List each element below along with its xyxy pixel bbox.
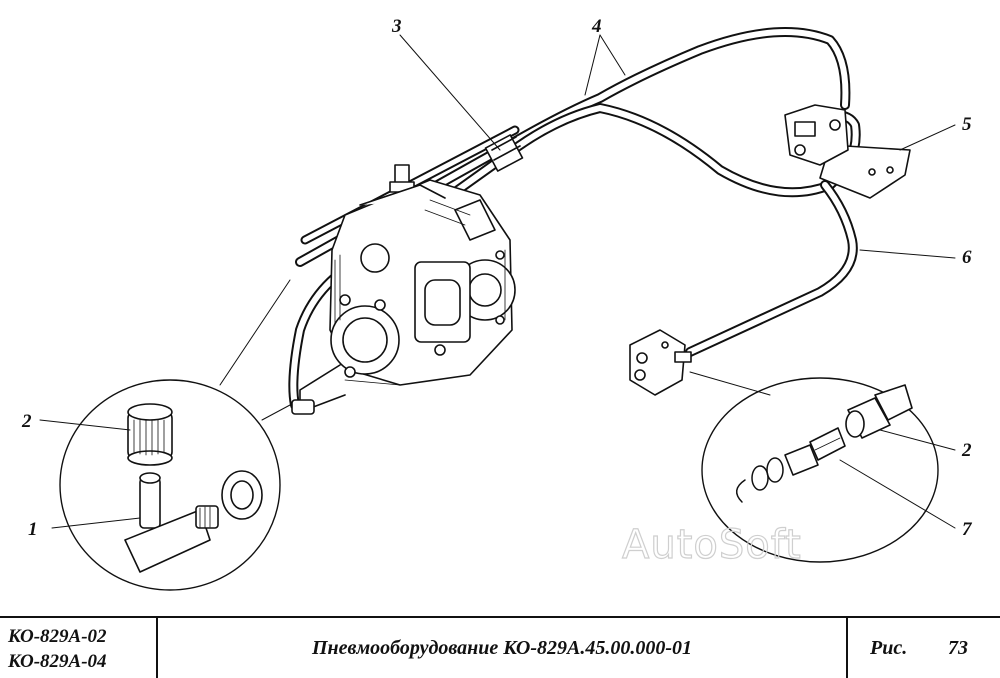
pneumatic-equipment-drawing: 1 2 3 4 5 6 2 7 AutoSoft: [21, 16, 973, 591]
leader-lines: [39, 34, 956, 529]
pipe-6: [685, 180, 858, 357]
fitting-nut-2-right: [845, 384, 913, 439]
callout-4: 4: [591, 16, 602, 37]
title-block: КО-829А-02 КО-829А-04 Пневмооборудование…: [0, 616, 1000, 678]
figure-cell: Рис. 73: [848, 618, 1000, 678]
detail-circle-left: [59, 279, 291, 591]
figure-number: 73: [948, 637, 968, 659]
fitting-nut-2-left: [127, 403, 173, 466]
compressor-shading: [334, 199, 506, 386]
gasket-left: [221, 470, 263, 520]
model-1: КО-829А-02: [8, 626, 107, 647]
callout-7: 7: [962, 519, 973, 540]
callout-1: 1: [28, 519, 38, 540]
tee-block: [629, 329, 692, 396]
detail-circle-right: [689, 371, 939, 563]
drawing-title: Пневмооборудование КО-829А.45.00.000-01: [158, 618, 848, 678]
callout-6: 6: [962, 247, 972, 268]
callout-5: 5: [962, 114, 972, 135]
nipple-7: [784, 427, 846, 476]
model-2: КО-829А-04: [8, 651, 107, 672]
pipe-upper: [295, 27, 851, 267]
valve-5: [784, 104, 849, 166]
bracket-plate: [819, 144, 911, 199]
callout-3: 3: [391, 16, 402, 37]
compressor: [291, 164, 516, 415]
washers-right: [736, 457, 784, 503]
model-cell: КО-829А-02 КО-829А-04: [0, 618, 158, 678]
elbow-fitting-1: [124, 472, 219, 573]
callout-2-right: 2: [961, 440, 972, 461]
watermark: AutoSoft: [622, 522, 802, 568]
callout-2-left: 2: [21, 411, 32, 432]
figure-label: Рис.: [870, 637, 908, 659]
